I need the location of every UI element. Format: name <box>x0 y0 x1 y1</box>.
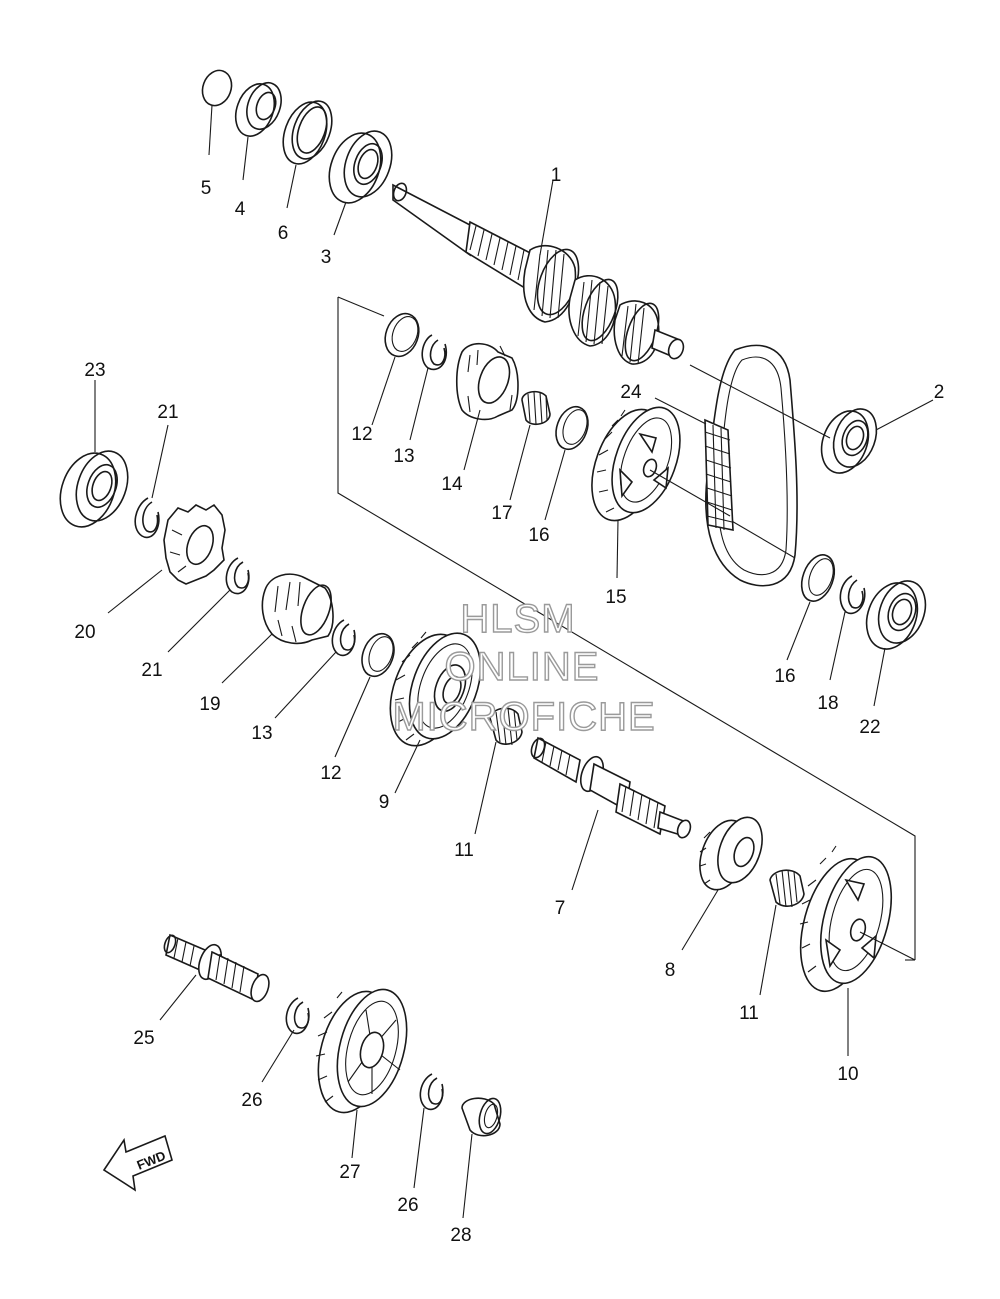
part-17-needle-bearing <box>509 390 551 501</box>
assembly-boundary-lines <box>337 296 916 961</box>
part-24-chain <box>654 397 734 531</box>
callout-17: 17 <box>491 503 512 524</box>
callout-26-upper: 26 <box>241 1090 262 1111</box>
callout-13-lower: 13 <box>251 723 272 744</box>
callout-5: 5 <box>201 178 212 199</box>
callout-19: 19 <box>199 694 220 715</box>
callout-18: 18 <box>817 693 838 714</box>
part-26-lower-snap-ring <box>413 1073 444 1189</box>
part-13-lower-snap-ring <box>274 619 356 719</box>
callout-11-left: 11 <box>454 840 474 861</box>
callout-labels: 1 2 3 4 5 6 7 8 9 10 11 11 12 12 13 13 1… <box>74 165 944 1246</box>
callout-1: 1 <box>551 165 562 186</box>
callout-21-lower: 21 <box>141 660 162 681</box>
part-9-gear <box>389 631 482 794</box>
callout-12-upper: 12 <box>351 424 372 445</box>
callout-2: 2 <box>934 382 945 403</box>
part-8-gear <box>681 816 763 951</box>
part-28-bushing <box>461 1097 502 1219</box>
callout-28: 28 <box>450 1225 471 1246</box>
callout-7: 7 <box>555 898 566 919</box>
watermark-line-2: ONLINE <box>445 645 600 689</box>
watermark-line-3: MICROFICHE <box>392 695 655 739</box>
part-11-left-needle-bearing <box>474 707 523 835</box>
part-21-upper-snap-ring <box>134 424 169 539</box>
part-12-lower-circlip <box>334 632 395 758</box>
part-23-bearing <box>59 380 129 528</box>
callout-15: 15 <box>605 587 626 608</box>
callout-12-lower: 12 <box>320 763 341 784</box>
callout-14: 14 <box>441 474 463 495</box>
callout-27: 27 <box>339 1162 360 1183</box>
callout-24: 24 <box>620 382 642 403</box>
callout-20: 20 <box>74 622 95 643</box>
callout-25: 25 <box>133 1028 154 1049</box>
part-5-o-ring <box>201 69 233 156</box>
part-14-dog-clutch <box>455 342 519 471</box>
callout-16-upper: 16 <box>528 525 549 546</box>
callout-22: 22 <box>859 717 880 738</box>
part-19-shift-collar <box>221 573 334 684</box>
callout-9: 9 <box>379 792 390 813</box>
watermark: HLSM ONLINE MICROFICHE <box>392 596 656 739</box>
part-7-countershaft <box>530 736 692 891</box>
part-1-main-shaft <box>392 179 685 365</box>
part-26-upper-snap-ring <box>261 997 310 1083</box>
part-11-right-needle-bearing <box>759 869 805 996</box>
part-6-ring <box>282 100 333 209</box>
part-2-bearing <box>689 364 934 474</box>
watermark-line-1: HLSM <box>460 597 575 641</box>
part-21-lower-snap-ring <box>167 557 250 653</box>
callout-10: 10 <box>837 1064 858 1085</box>
part-18-snap-ring <box>829 575 866 681</box>
part-13-upper-snap-ring <box>409 334 447 441</box>
callout-11-right: 11 <box>739 1003 759 1024</box>
forward-direction-arrow-icon: FWD <box>102 1134 173 1192</box>
callout-21-upper: 21 <box>157 402 178 423</box>
part-12-upper-circlip <box>371 312 420 426</box>
part-16-upper-ring <box>544 405 589 521</box>
part-3-bearing <box>328 130 393 236</box>
callout-26-lower: 26 <box>397 1195 418 1216</box>
callout-13-upper: 13 <box>393 446 414 467</box>
part-16-right-ring <box>786 554 836 661</box>
callout-4: 4 <box>235 199 246 220</box>
callout-6: 6 <box>278 223 289 244</box>
part-20-dog-ring <box>107 503 226 614</box>
part-4-seal <box>234 81 282 181</box>
callout-23: 23 <box>84 360 105 381</box>
part-22-bearing <box>865 580 927 707</box>
part-10-large-gear <box>799 845 916 1056</box>
part-15-gear <box>591 406 731 579</box>
part-27-gear <box>315 988 408 1159</box>
callout-3: 3 <box>321 247 332 268</box>
part-25-output-shaft <box>159 933 270 1021</box>
callout-8: 8 <box>665 960 676 981</box>
callout-16-right: 16 <box>774 666 795 687</box>
